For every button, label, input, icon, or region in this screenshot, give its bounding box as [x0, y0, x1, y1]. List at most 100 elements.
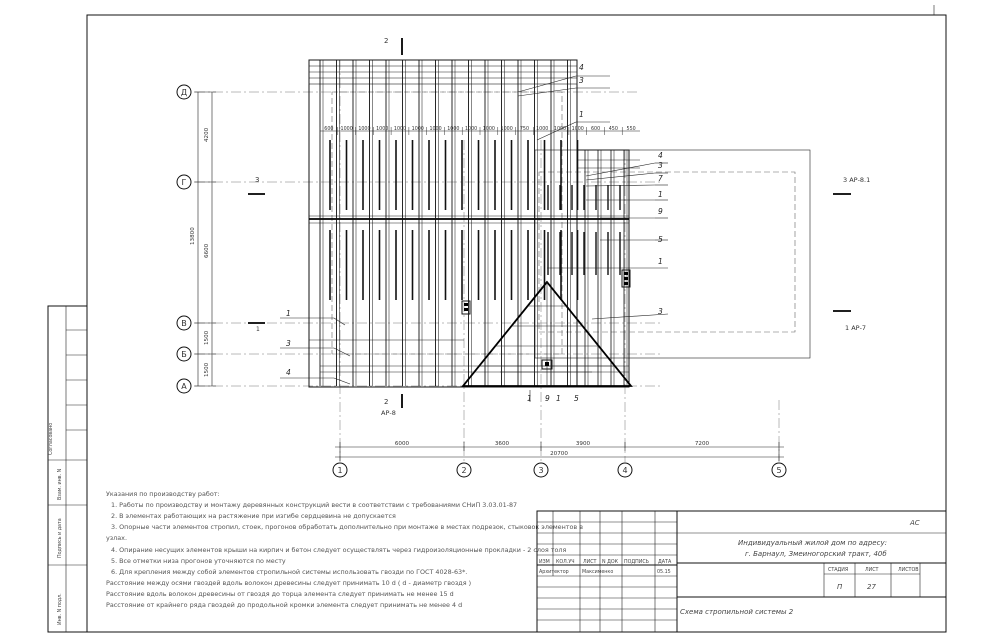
top-dim-label: 1000	[536, 126, 548, 132]
side-label-agreed: Согласовано	[48, 423, 54, 455]
side-approval-table: Согласовано Взам. инв. N Подпись и дата …	[47, 305, 88, 633]
top-dim-label: 1000	[554, 126, 566, 132]
top-dim-label: 1000	[572, 126, 584, 132]
axis-label-1: 1	[337, 466, 342, 475]
axis-marker-5	[771, 462, 787, 478]
axis-label-d: Д	[181, 88, 187, 97]
axis-label-2: 2	[461, 466, 466, 475]
dim-bottom-total: 20700	[550, 451, 568, 457]
dim-left-6600: 6600	[204, 243, 210, 258]
axis-label-b: Б	[181, 350, 187, 359]
leader-right-4: 4	[658, 151, 663, 160]
stamp-header-kolich: КОЛ.УЧ	[556, 559, 575, 565]
bottom-dimension-chain: 6000 3600 3900 7200 20700	[335, 441, 784, 461]
top-dim-label: 550	[627, 126, 636, 132]
stamp-object-line2: г. Барнаул, Змеиногорский тракт, 40б	[745, 550, 887, 558]
note-item-5: 5. Все отметки низа прогонов уточняются …	[111, 557, 286, 565]
top-dim-label: 600	[591, 126, 600, 132]
leader-callouts: 4 3 1 4 3 7 1 9 5 1 3 1 3 4 1 9 1 5	[280, 63, 669, 403]
leader-right-3b: 3	[658, 307, 663, 316]
note-extra-3: Расстояние от крайнего ряда гвоздей до п…	[106, 601, 462, 609]
axis-label-a: А	[181, 382, 187, 391]
leader-bottom-1: 1	[527, 394, 532, 403]
note-item-4: 4. Опирание несущих элементов крыши на к…	[111, 546, 566, 554]
hip-roof-triangle	[461, 280, 633, 387]
stamp-stage: П	[837, 583, 843, 591]
axis-grid	[195, 60, 780, 462]
stamp-header-izm: ИЗМ	[539, 559, 550, 565]
top-dim-label: 1000	[394, 126, 406, 132]
top-dim-label: 1000	[341, 126, 353, 132]
axis-label-3: 3	[538, 466, 543, 475]
axis-label-4: 4	[622, 466, 627, 475]
roof-framing-plan	[308, 59, 811, 388]
axis-marker-a	[176, 378, 192, 394]
leader-right-3: 3	[658, 161, 663, 170]
axis-marker-b	[176, 346, 192, 362]
section-top-num: 2	[384, 37, 388, 45]
notes-title: Указания по производству работ:	[106, 490, 220, 498]
post-marker-left	[461, 300, 471, 315]
dim-bottom-3600: 3600	[495, 441, 510, 447]
note-extra-2: Расстояние вдоль волокон древесины от гв…	[106, 590, 454, 598]
leader-right-1: 1	[658, 190, 663, 199]
top-dim-label: 750	[520, 126, 529, 132]
dim-left-4200: 4200	[204, 127, 210, 142]
stamp-sheet-number: 27	[867, 583, 876, 591]
rafter-group	[309, 60, 628, 386]
stamp-header-podpis: ПОДПИСЬ	[624, 559, 649, 565]
note-item-6: 6. Для крепления между собой элементов с…	[111, 568, 467, 576]
axis-label-5: 5	[776, 466, 781, 475]
top-dim-label: 1000	[501, 126, 513, 132]
stamp-header-data: ДАТА	[658, 559, 672, 565]
leader-top-1: 1	[579, 110, 584, 119]
leader-right-9: 9	[658, 207, 663, 216]
dim-left-1500a: 1500	[204, 330, 210, 345]
axis-letter-markers: Д Г В Б А	[176, 84, 192, 394]
post-marker-center	[541, 359, 553, 370]
leader-top-3: 3	[579, 76, 584, 85]
top-dim-label: 1000	[412, 126, 424, 132]
dim-bottom-3900: 3900	[576, 441, 591, 447]
top-spacing-dimensions: 600 1000 1000 1000 1000 1000 1000 1000 1000 1000 1…	[319, 126, 640, 135]
stamp-role: Архитектор	[539, 569, 569, 575]
stamp-person: Максименко	[582, 569, 613, 575]
top-dim-label: 1000	[465, 126, 477, 132]
leader-right-7: 7	[658, 174, 663, 183]
axis-marker-2	[456, 462, 472, 478]
stamp-code: АС	[909, 519, 920, 527]
top-dim-label: 1000	[429, 126, 441, 132]
leader-left-1: 1	[286, 309, 291, 318]
axis-marker-v	[176, 315, 192, 331]
note-item-3: 3. Опорные части элементов стропил, стое…	[111, 523, 583, 531]
leader-bottom-5: 5	[574, 394, 579, 403]
axis-marker-4	[617, 462, 633, 478]
section-bottom-ref: АР-8	[381, 409, 396, 417]
axis-marker-d	[176, 84, 192, 100]
dim-left-1500b: 1500	[204, 362, 210, 377]
title-block: ИЗМ КОЛ.УЧ ЛИСТ N ДОК ПОДПИСЬ ДАТА Архит…	[536, 510, 947, 633]
top-dim-label: 1000	[358, 126, 370, 132]
wall-outline-east	[538, 171, 796, 333]
axis-label-v: В	[181, 319, 187, 328]
stamp-header-ndok: N ДОК	[602, 559, 619, 565]
leader-right-1b: 1	[658, 257, 663, 266]
side-label-replace-inv: Взам. инв. N	[57, 468, 63, 500]
top-dim-label: 600	[324, 126, 333, 132]
stamp-sheet-label: ЛИСТ	[865, 567, 879, 573]
axis-marker-3	[533, 462, 549, 478]
stamp-stage-label: СТАДИЯ	[828, 567, 848, 573]
stamp-date: 05.15	[657, 569, 671, 575]
section-left-num: 3	[255, 176, 259, 184]
top-dim-label: 1000	[483, 126, 495, 132]
axis-marker-g	[176, 174, 192, 190]
section-markers: 2 3 1 2 АР-8 3 АР-8.1 1 АР-7	[248, 37, 870, 417]
post-markers	[461, 269, 631, 315]
leader-bottom-1b: 1	[556, 394, 561, 403]
roof-outline-main	[308, 59, 578, 388]
leader-bottom-9: 9	[545, 394, 550, 403]
section-right-upper: 3 АР-8.1	[843, 176, 870, 184]
section-left-small: 1	[256, 326, 260, 333]
section-bottom-num: 2	[384, 398, 388, 406]
leader-right-5: 5	[658, 235, 663, 244]
